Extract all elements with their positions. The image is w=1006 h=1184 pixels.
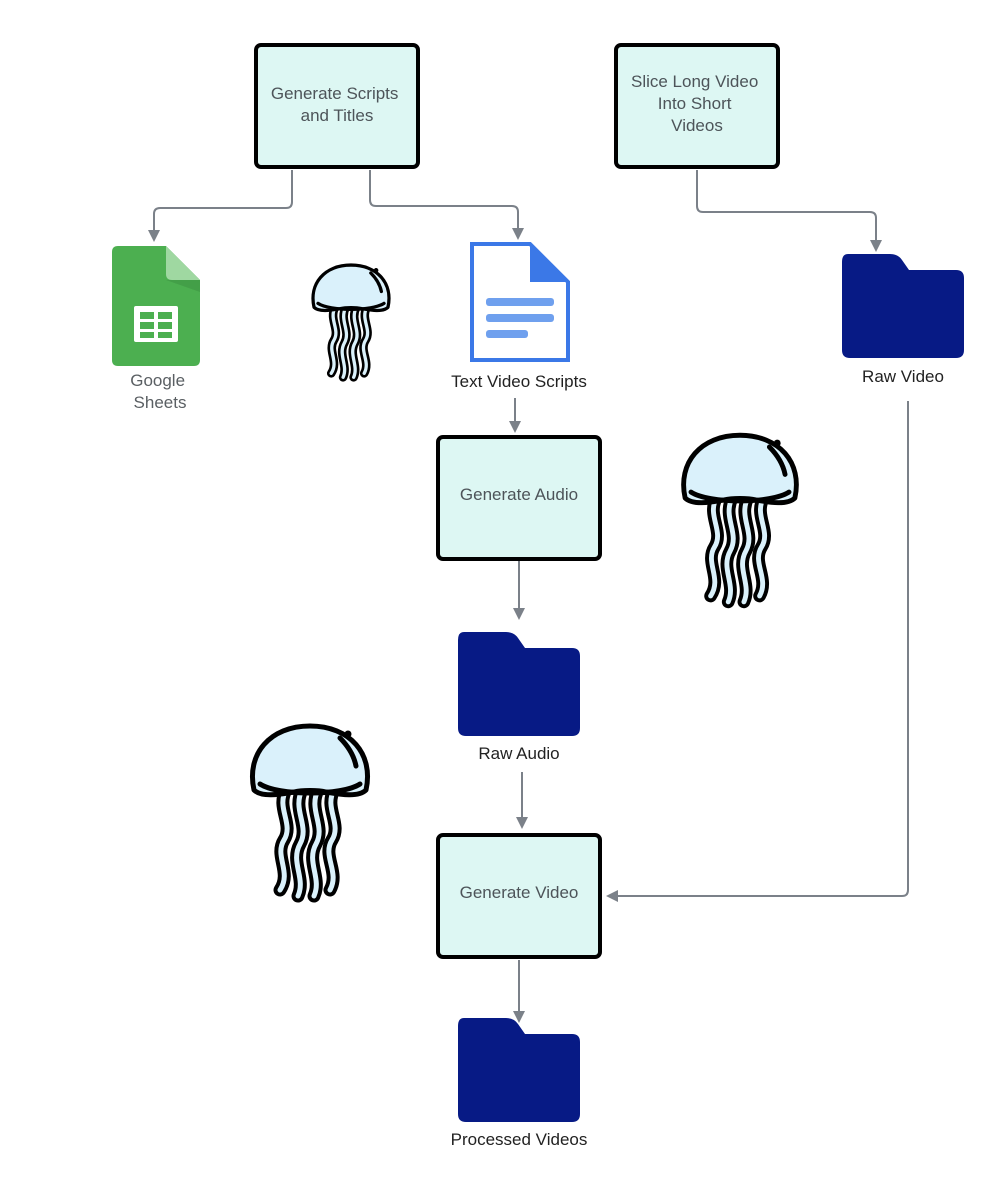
connector-scripts-to-sheets — [148, 170, 293, 242]
jellyfish-icon — [684, 435, 797, 602]
google-docs-icon — [470, 242, 570, 362]
processed-videos-label: Processed Videos — [451, 1130, 588, 1149]
connector-raw-audio-to-video — [516, 772, 528, 829]
raw-video-folder-icon — [842, 254, 964, 358]
google-sheets-label: Google Sheets — [130, 371, 190, 412]
raw-audio-folder-icon — [458, 632, 580, 736]
generate-scripts-box: Generate Scripts and Titles — [254, 43, 420, 169]
generate-audio-box: Generate Audio — [436, 435, 602, 561]
generate-scripts-label: Generate Scripts and Titles — [271, 84, 403, 125]
raw-audio-label: Raw Audio — [478, 744, 559, 763]
connector-scripts-to-text-scripts — [369, 170, 524, 240]
generate-video-label: Generate Video — [460, 883, 579, 902]
processed-videos-folder-icon — [458, 1018, 580, 1122]
connector-text-scripts-to-audio — [509, 398, 521, 433]
generate-audio-label: Generate Audio — [460, 485, 578, 504]
text-video-scripts-label: Text Video Scripts — [451, 372, 587, 391]
slice-video-label: Slice Long Video Into Short Videos — [631, 72, 763, 135]
jellyfish-icon — [252, 726, 367, 896]
connector-raw-video-to-generate-video — [606, 401, 909, 902]
jellyfish-icon — [313, 265, 389, 377]
google-sheets-icon — [112, 246, 200, 366]
slice-video-box: Slice Long Video Into Short Videos — [614, 43, 780, 169]
connector-video-to-processed — [513, 960, 525, 1023]
connector-audio-to-raw-audio — [513, 561, 525, 620]
generate-video-box: Generate Video — [436, 833, 602, 959]
raw-video-label: Raw Video — [862, 367, 944, 386]
connector-slice-to-raw-video — [696, 170, 882, 252]
